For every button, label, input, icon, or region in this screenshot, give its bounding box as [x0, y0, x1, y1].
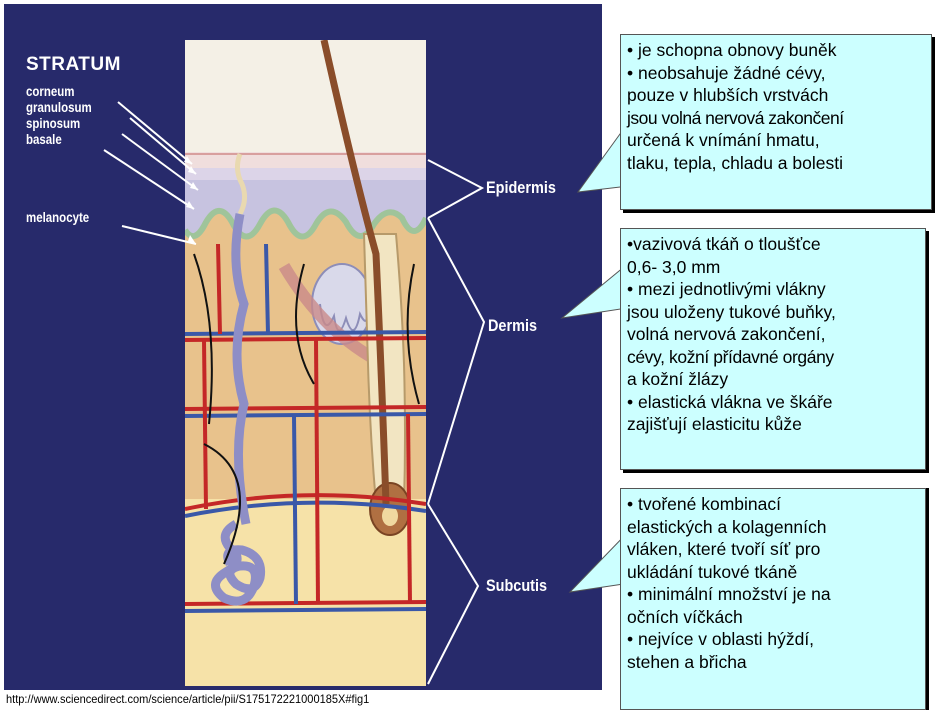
callout-epidermis-line: • je schopna obnovy buněk [627, 39, 925, 62]
source-url: http://www.sciencedirect.com/science/art… [6, 692, 369, 706]
label-basale: basale [26, 132, 62, 146]
callout-dermis-line: • elastická vlákna ve škáře [627, 391, 919, 414]
label-spinosum: spinosum [26, 116, 80, 130]
label-melanocyte: melanocyte [26, 210, 89, 224]
callout-dermis-line: jsou uloženy tukové buňky, [627, 301, 919, 324]
callout-epidermis-line: pouze v hlubších vrstvách [627, 84, 925, 107]
label-granulosum: granulosum [26, 100, 92, 114]
callout-epidermis-line: jsou volná nervová zakončení [627, 107, 925, 130]
callout-epidermis-line: • neobsahuje žádné cévy, [627, 62, 925, 85]
stratum-granulosum-band [185, 168, 426, 182]
callout-subcutis-line: • minimální množství je na [627, 583, 919, 606]
callout-subcutis-line: • tvořené kombinací [627, 493, 919, 516]
label-dermis: Dermis [488, 316, 537, 336]
callout-dermis-line: volná nervová zakončení, [627, 323, 919, 346]
callout-subcutis-line: • nejvíce v oblasti hýždí, [627, 628, 919, 651]
callout-subcutis-line: ukládání tukové tkáně [627, 561, 919, 584]
callout-dermis-line: 0,6- 3,0 mm [627, 256, 919, 279]
callout-subcutis-line: stehen a břicha [627, 651, 919, 674]
label-epidermis: Epidermis [486, 178, 556, 198]
callout-subcutis-line: vláken, které tvoří síť pro [627, 538, 919, 561]
callout-dermis-line: • mezi jednotlivými vlákny [627, 278, 919, 301]
layer-bracket-lines [428, 160, 484, 684]
stratum-title: STRATUM [26, 54, 121, 76]
callout-dermis-line: a kožní žlázy [627, 368, 919, 391]
callout-epidermis-line: určená k vnímání hmatu, [627, 129, 925, 152]
callout-epidermis-line: tlaku, tepla, chladu a bolesti [627, 152, 925, 175]
callout-dermis-line: zajišťují elasticitu kůže [627, 413, 919, 436]
callout-epidermis: • je schopna obnovy buněk • neobsahuje ž… [620, 34, 932, 210]
label-corneum: corneum [26, 84, 74, 98]
callout-subcutis-line: očních víčkách [627, 606, 919, 629]
skin-diagram-panel: STRATUM corneum granulosum spinosum basa… [4, 4, 602, 690]
callout-dermis: •vazivová tkáň o tloušťce 0,6- 3,0 mm • … [620, 228, 926, 470]
callout-subcutis: • tvořené kombinací elastických a kolage… [620, 488, 926, 710]
callout-dermis-line: cévy, kožní přídavné orgány [627, 346, 919, 369]
stratum-pointer-lines [104, 102, 198, 244]
callout-subcutis-line: elastických a kolagenních [627, 516, 919, 539]
label-subcutis: Subcutis [486, 576, 547, 596]
callout-dermis-line: •vazivová tkáň o tloušťce [627, 233, 919, 256]
